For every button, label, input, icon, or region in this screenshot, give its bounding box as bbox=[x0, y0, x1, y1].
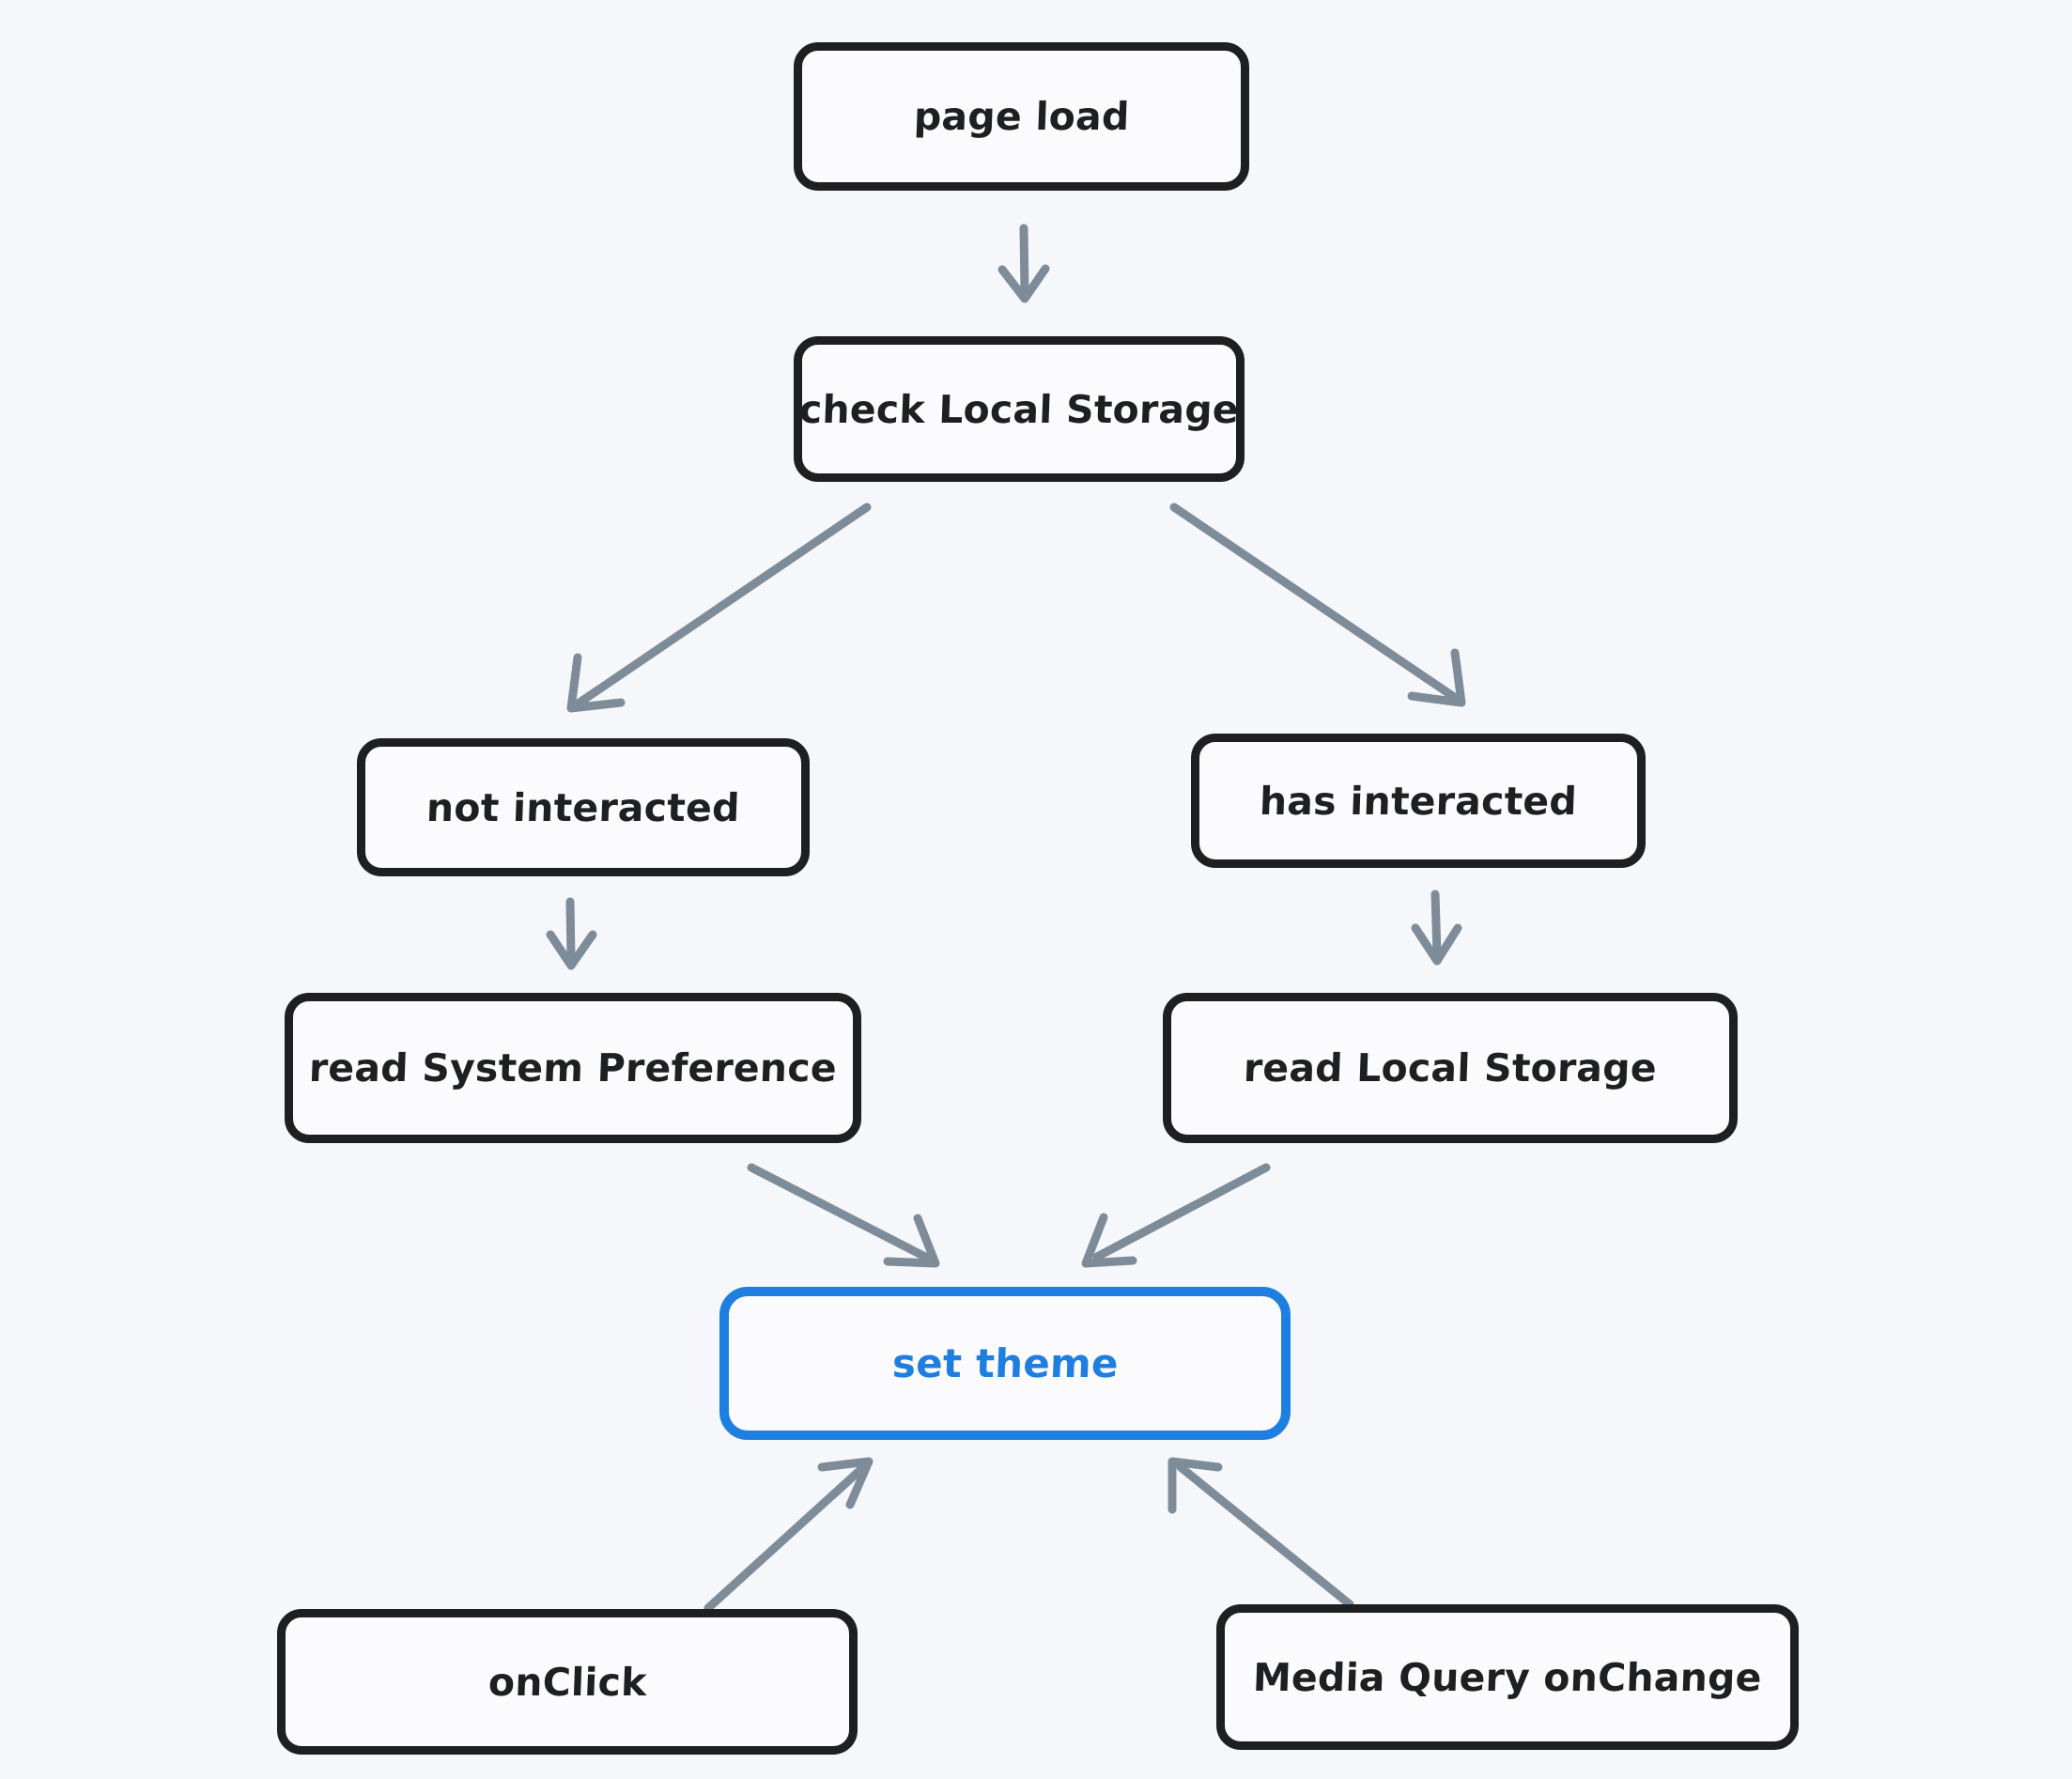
node-read-local-storage[interactable]: read Local Storage bbox=[1163, 993, 1738, 1143]
node-read-system-preference-label: read System Preference bbox=[308, 1045, 838, 1091]
node-check-local-storage[interactable]: check Local Storage bbox=[794, 336, 1245, 482]
node-page-load-label: page load bbox=[912, 94, 1131, 139]
node-on-click-label: onClick bbox=[487, 1659, 648, 1705]
arrow-read-system-preference-to-set-theme bbox=[747, 1163, 940, 1268]
node-set-theme-label: set theme bbox=[890, 1340, 1120, 1386]
node-not-interacted[interactable]: not interacted bbox=[357, 738, 810, 876]
arrow-read-local-storage-to-set-theme bbox=[1081, 1163, 1271, 1268]
node-has-interacted[interactable]: has interacted bbox=[1191, 734, 1646, 868]
arrow-check-to-not-interacted bbox=[566, 503, 872, 713]
node-read-local-storage-label: read Local Storage bbox=[1243, 1045, 1658, 1091]
arrow-not-interacted-to-read-system-preference bbox=[546, 897, 597, 970]
arrow-has-interacted-to-read-local-storage bbox=[1411, 890, 1462, 966]
arrow-media-query-on-change-to-set-theme bbox=[1167, 1457, 1354, 1609]
node-check-local-storage-label: check Local Storage bbox=[798, 386, 1240, 432]
node-media-query-on-change-label: Media Query onChange bbox=[1252, 1654, 1763, 1700]
arrow-on-click-to-set-theme bbox=[704, 1457, 874, 1613]
node-has-interacted-label: has interacted bbox=[1259, 778, 1578, 824]
node-read-system-preference[interactable]: read System Preference bbox=[285, 993, 861, 1143]
arrow-check-to-has-interacted bbox=[1169, 503, 1466, 707]
arrow-page-load-to-check-local-storage bbox=[997, 224, 1050, 303]
node-on-click[interactable]: onClick bbox=[277, 1609, 858, 1755]
node-set-theme[interactable]: set theme bbox=[719, 1287, 1291, 1440]
node-not-interacted-label: not interacted bbox=[425, 784, 741, 830]
node-page-load[interactable]: page load bbox=[794, 42, 1249, 191]
node-media-query-on-change[interactable]: Media Query onChange bbox=[1216, 1604, 1799, 1750]
